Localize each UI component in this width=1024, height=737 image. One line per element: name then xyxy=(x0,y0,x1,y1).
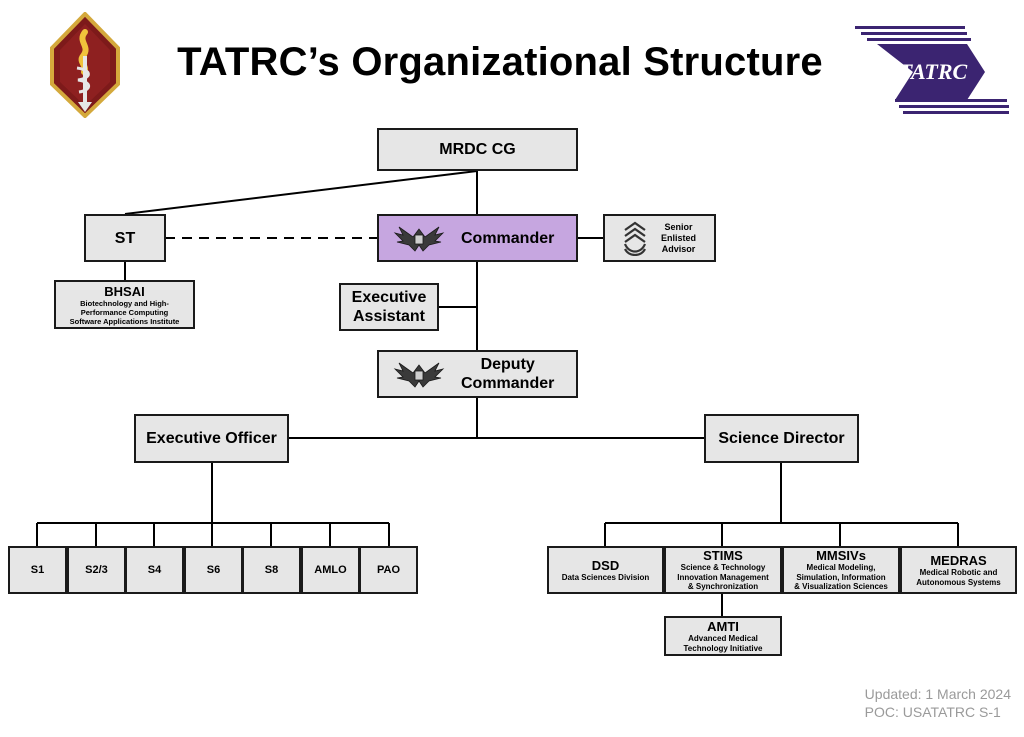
st-label: ST xyxy=(114,229,136,247)
dsd-desc-line-1: Data Sciences Division xyxy=(561,572,650,582)
staff-section-s4-box: S4 xyxy=(125,546,184,594)
footer-note: Updated: 1 March 2024 POC: USATATRC S-1 xyxy=(865,685,1011,721)
staff-section-s1-box: S1 xyxy=(8,546,67,594)
amti-desc-line-2: Technology Initiative xyxy=(683,643,763,653)
stims-box: STIMS Science & Technology Innovation Ma… xyxy=(664,546,782,594)
executive-assistant-line-1: Executive xyxy=(351,289,427,306)
mmsivs-desc-line-3: & Visualization Sciences xyxy=(794,582,888,592)
bhsai-desc-line-3: Software Applications Institute xyxy=(69,316,180,326)
science-director-label: Science Director xyxy=(718,430,845,447)
stims-desc-line-1: Science & Technology xyxy=(680,563,766,573)
staff-section-amlo-box: AMLO xyxy=(301,546,360,594)
medras-box: MEDRAS Medical Robotic and Autonomous Sy… xyxy=(900,546,1017,594)
senior-enlisted-advisor-line-1: Senior xyxy=(664,221,693,232)
science-director-box: Science Director xyxy=(704,414,859,463)
dsd-label: DSD xyxy=(591,557,620,573)
mmsivs-box: MMSIVs Medical Modeling, Simulation, Inf… xyxy=(782,546,900,594)
bhsai-box: BHSAI Biotechnology and High- Performanc… xyxy=(54,280,195,329)
mmsivs-label: MMSIVs xyxy=(816,548,866,564)
senior-enlisted-advisor-line-3: Advisor xyxy=(661,243,696,254)
commander-label: Commander xyxy=(461,229,555,247)
staff-section-label: AMLO xyxy=(314,563,347,576)
tatrc-logo-text: TATRC xyxy=(899,59,968,84)
staff-section-s2-3-box: S2/3 xyxy=(67,546,126,594)
staff-section-s8-box: S8 xyxy=(242,546,301,594)
colonel-eagle-insignia-icon xyxy=(393,362,445,388)
bhsai-label: BHSAI xyxy=(104,283,145,299)
staff-section-label: S2/3 xyxy=(85,563,108,576)
executive-assistant-box: Executive Assistant xyxy=(339,283,439,331)
medras-label: MEDRAS xyxy=(930,553,987,568)
executive-assistant-line-2: Assistant xyxy=(352,308,426,325)
deputy-commander-line-1: Deputy xyxy=(480,356,535,373)
staff-section-label: S6 xyxy=(206,563,221,576)
stims-desc-line-2: Innovation Management xyxy=(677,572,769,582)
executive-officer-box: Executive Officer xyxy=(134,414,289,463)
dsd-box: DSD Data Sciences Division xyxy=(547,546,664,594)
mrdc-cg-label: MRDC CG xyxy=(439,141,516,158)
unit-crest-logo xyxy=(50,12,120,118)
stims-label: STIMS xyxy=(703,548,743,564)
staff-section-label: S4 xyxy=(147,563,162,576)
senior-enlisted-advisor-line-2: Enlisted xyxy=(660,232,696,243)
bhsai-desc-line-2: Performance Computing xyxy=(80,307,169,317)
medras-desc-line-2: Autonomous Systems xyxy=(916,577,1001,587)
staff-section-label: S8 xyxy=(264,563,279,576)
amti-desc-line-1: Advanced Medical xyxy=(688,634,758,643)
point-of-contact: POC: USATATRC S-1 xyxy=(864,704,1001,720)
mrdc-cg-box: MRDC CG xyxy=(377,128,578,171)
commander-box: Commander xyxy=(377,214,578,262)
updated-date: Updated: 1 March 2024 xyxy=(864,686,1011,702)
staff-section-pao-box: PAO xyxy=(359,546,418,594)
mmsivs-desc-line-1: Medical Modeling, xyxy=(806,563,876,573)
stims-desc-line-3: & Synchronization xyxy=(687,582,759,592)
staff-section-label: S1 xyxy=(30,563,45,576)
colonel-eagle-insignia-icon xyxy=(393,226,445,252)
deputy-commander-line-2: Commander xyxy=(461,375,555,392)
staff-section-s6-box: S6 xyxy=(184,546,243,594)
page-title: TATRC’s Organizational Structure xyxy=(177,40,823,84)
tatrc-logo: TATRC xyxy=(855,26,1009,114)
deputy-commander-box: Deputy Commander xyxy=(377,350,578,398)
executive-officer-label: Executive Officer xyxy=(146,430,277,447)
amti-label: AMTI xyxy=(707,619,739,634)
amti-box: AMTI Advanced Medical Technology Initiat… xyxy=(664,616,782,656)
staff-section-label: PAO xyxy=(376,563,401,576)
senior-enlisted-advisor-box: Senior Enlisted Advisor xyxy=(603,214,716,262)
st-box: ST xyxy=(84,214,166,262)
medras-desc-line-1: Medical Robotic and xyxy=(919,568,998,577)
sergeant-major-chevron-icon xyxy=(623,221,647,256)
mmsivs-desc-line-2: Simulation, Information xyxy=(796,572,886,582)
bhsai-desc-line-1: Biotechnology and High- xyxy=(80,298,169,308)
